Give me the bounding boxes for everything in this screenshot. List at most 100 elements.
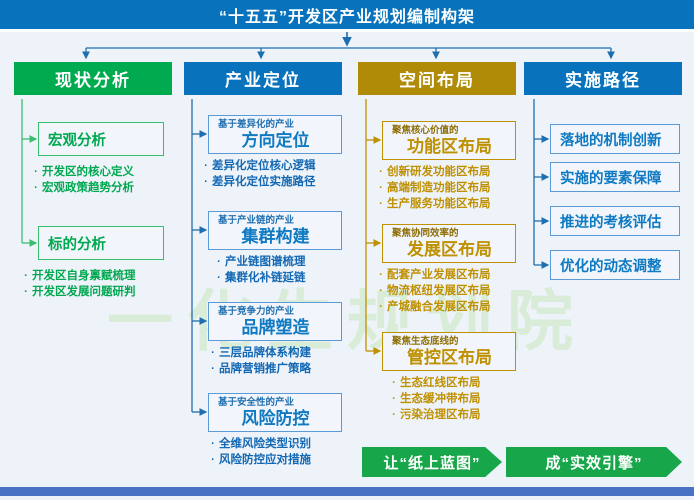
column-header-status-analysis[interactable]: 现状分析 [14,62,172,95]
node-label: 落地的机制创新 [560,132,662,149]
column-header-implementation-path[interactable]: 实施路径 [524,62,682,95]
bullet-dot-icon: · [204,176,208,188]
bottom-accent-bar [0,487,694,496]
list-item: · 开发区自身禀赋梳理 [20,268,175,284]
list-item: · 生产服务功能区布局 [375,196,520,212]
bullets-macro-analysis: · 开发区的核心定义 · 宏观政策趋势分析 [30,164,175,196]
banner-chevron-left[interactable]: 让“纸上蓝图” [362,447,502,477]
node-dynamic-adjustment[interactable]: 优化的动态调整 [550,250,680,280]
column-header-label: 空间布局 [399,71,475,90]
node-cluster-building[interactable]: 基于产业链的产业 集群构建 [208,211,342,250]
bullets-direction-positioning: · 差异化定位核心逻辑 · 差异化定位实施路径 [200,158,345,190]
list-item: · 开发区的核心定义 [30,164,175,180]
list-item: · 产城融合发展区布局 [375,299,520,315]
list-item: · 生态红线区布局 [388,375,520,391]
bottom-spacer [0,496,694,500]
title-underline [0,29,694,32]
list-item: · 物流枢纽发展区布局 [375,283,520,299]
node-label: 优化的动态调整 [560,258,662,275]
node-label: 集群构建 [241,227,310,246]
node-prefix: 基于安全性的产业 [218,397,295,408]
node-control-zone-layout[interactable]: 聚焦生态底线的 管控区布局 [382,332,516,371]
list-item-label: 产业链图谱梳理 [225,256,306,268]
column-header-label: 实施路径 [565,71,641,90]
list-item: · 配套产业发展区布局 [375,267,520,283]
list-item: · 风险防控应对措施 [207,452,347,468]
node-label: 功能区布局 [407,137,492,156]
list-item-label: 生产服务功能区布局 [387,198,491,210]
bullet-dot-icon: · [34,166,38,178]
list-item-label: 宏观政策趋势分析 [42,182,134,194]
bullet-dot-icon: · [379,182,383,194]
bullet-dot-icon: · [211,454,215,466]
list-item: · 宏观政策趋势分析 [30,180,175,196]
list-item: · 创新研发功能区布局 [375,164,520,180]
node-mechanism-innovation[interactable]: 落地的机制创新 [550,124,680,154]
list-item: · 全维风险类型识别 [207,436,347,452]
list-item-label: 全维风险类型识别 [219,438,311,450]
page-title: “十五五”开发区产业规划编制构架 [218,8,475,26]
list-item-label: 风险防控应对措施 [219,454,311,466]
column-header-label: 产业定位 [225,71,301,90]
list-item: · 差异化定位实施路径 [200,174,345,190]
list-item: · 品牌营销推广策略 [207,361,347,377]
list-item-label: 创新研发功能区布局 [387,166,491,178]
node-direction-positioning[interactable]: 基于差异化的产业 方向定位 [208,115,342,154]
list-item: · 生态缓冲带布局 [388,391,520,407]
bullet-dot-icon: · [217,256,221,268]
bullet-dot-icon: · [211,363,215,375]
bullets-functional-zone-layout: · 创新研发功能区布局 · 高端制造功能区布局 · 生产服务功能区布局 [375,164,520,212]
node-risk-control[interactable]: 基于安全性的产业 风险防控 [208,393,342,432]
bullet-dot-icon: · [392,409,396,421]
bullet-dot-icon: · [34,182,38,194]
bullet-dot-icon: · [392,393,396,405]
column-header-label: 现状分析 [55,71,131,90]
node-label: 品牌塑造 [241,318,310,337]
bullet-dot-icon: · [24,286,28,298]
list-item-label: 开发区的核心定义 [42,166,134,178]
bullets-target-analysis: · 开发区自身禀赋梳理 · 开发区发展问题研判 [20,268,175,300]
bullet-dot-icon: · [211,438,215,450]
list-item-label: 高端制造功能区布局 [387,182,491,194]
banner-chevron-right[interactable]: 成“实效引擎” [506,447,682,477]
list-item-label: 物流枢纽发展区布局 [387,285,491,297]
column-header-spatial-layout[interactable]: 空间布局 [358,62,516,95]
node-prefix: 聚焦核心价值的 [392,125,459,136]
bullet-dot-icon: · [379,285,383,297]
node-label: 发展区布局 [407,240,492,259]
list-item-label: 产城融合发展区布局 [387,301,491,313]
list-item: · 三层品牌体系构建 [207,345,347,361]
node-functional-zone-layout[interactable]: 聚焦核心价值的 功能区布局 [382,121,516,160]
list-item-label: 配套产业发展区布局 [387,269,491,281]
node-prefix: 基于竞争力的产业 [218,306,295,317]
bullet-dot-icon: · [379,166,383,178]
banner-right-label: 成“实效引擎” [545,454,643,472]
node-label: 管控区布局 [407,348,492,367]
node-label: 实施的要素保障 [560,170,662,187]
node-development-zone-layout[interactable]: 聚焦协同效率的 发展区布局 [382,224,516,263]
node-target-analysis[interactable]: 标的分析 [38,226,164,260]
node-prefix: 基于差异化的产业 [218,119,295,130]
node-element-guarantee[interactable]: 实施的要素保障 [550,162,680,192]
list-item: · 污染治理区布局 [388,407,520,423]
node-macro-analysis[interactable]: 宏观分析 [38,122,164,156]
node-assessment-evaluation[interactable]: 推进的考核评估 [550,206,680,236]
bullet-dot-icon: · [379,269,383,281]
bullet-dot-icon: · [379,301,383,313]
list-item: · 高端制造功能区布局 [375,180,520,196]
list-item: · 开发区发展问题研判 [20,284,175,300]
list-item-label: 开发区发展问题研判 [32,286,136,298]
list-item: · 集群化补链延链 [213,270,348,286]
node-brand-shaping[interactable]: 基于竞争力的产业 品牌塑造 [208,302,342,341]
list-item-label: 开发区自身禀赋梳理 [32,270,136,282]
bullet-dot-icon: · [204,160,208,172]
column-header-industry-positioning[interactable]: 产业定位 [184,62,342,95]
list-item: · 差异化定位核心逻辑 [200,158,345,174]
list-item-label: 集群化补链延链 [225,272,306,284]
bullet-dot-icon: · [392,377,396,389]
list-item-label: 三层品牌体系构建 [219,347,311,359]
node-label: 标的分析 [48,236,106,253]
list-item-label: 生态红线区布局 [400,377,481,389]
list-item: · 产业链图谱梳理 [213,254,348,270]
